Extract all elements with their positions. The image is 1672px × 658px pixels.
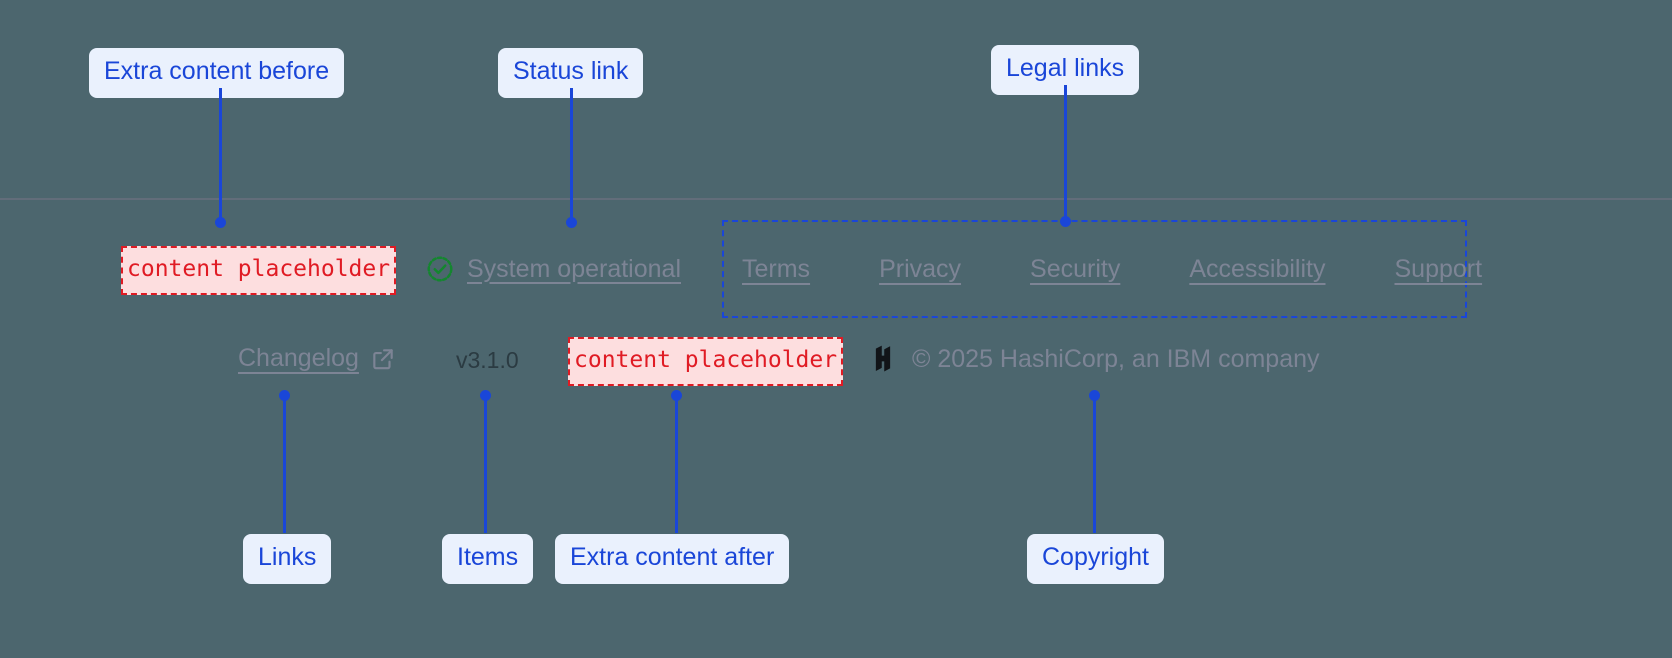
legal-link-privacy[interactable]: Privacy	[879, 254, 962, 283]
copyright-text: © 2025 HashiCorp, an IBM company	[912, 344, 1320, 373]
version-label: v3.1.0	[456, 347, 519, 373]
leader-line-extra-after	[675, 396, 678, 533]
callout-extra-content-after: Extra content after	[555, 534, 790, 584]
footer-top-divider	[0, 198, 1672, 200]
leader-line-extra-before	[219, 88, 222, 222]
leader-line-copyright	[1093, 396, 1096, 533]
leader-line-items	[484, 396, 487, 533]
legal-link-security[interactable]: Security	[1030, 254, 1121, 283]
check-circle-icon	[425, 254, 455, 284]
legal-links-list: Terms Privacy Security Accessibility Sup…	[724, 255, 1482, 284]
callout-links: Links	[243, 534, 332, 584]
brand-copyright: © 2025 HashiCorp, an IBM company	[868, 343, 1320, 375]
leader-dot-extra-after	[671, 390, 682, 401]
legal-links-group: Terms Privacy Security Accessibility Sup…	[722, 220, 1482, 318]
leader-line-status	[570, 88, 573, 222]
changelog-item: Changelog	[238, 344, 396, 373]
callout-items: Items	[442, 534, 534, 584]
changelog-link[interactable]: Changelog	[238, 344, 359, 372]
external-link-icon	[370, 346, 396, 372]
legal-link-support[interactable]: Support	[1394, 254, 1483, 283]
extra-content-before-placeholder: content placeholder	[121, 246, 397, 295]
leader-dot-links	[279, 390, 290, 401]
callout-copyright: Copyright	[1027, 534, 1164, 584]
status-link[interactable]: System operational	[467, 254, 682, 283]
leader-dot-copyright	[1089, 390, 1100, 401]
hashicorp-logo-icon	[868, 343, 898, 375]
leader-dot-items	[480, 390, 491, 401]
legal-link-accessibility[interactable]: Accessibility	[1189, 254, 1326, 283]
leader-dot-extra-before	[215, 217, 226, 228]
extra-content-after-placeholder: content placeholder	[568, 337, 844, 386]
leader-dot-status	[566, 217, 577, 228]
system-status: System operational	[425, 254, 681, 284]
callout-extra-content-before: Extra content before	[89, 48, 345, 98]
leader-line-links	[283, 396, 286, 533]
legal-link-terms[interactable]: Terms	[742, 254, 811, 283]
leader-line-legal	[1064, 85, 1067, 221]
